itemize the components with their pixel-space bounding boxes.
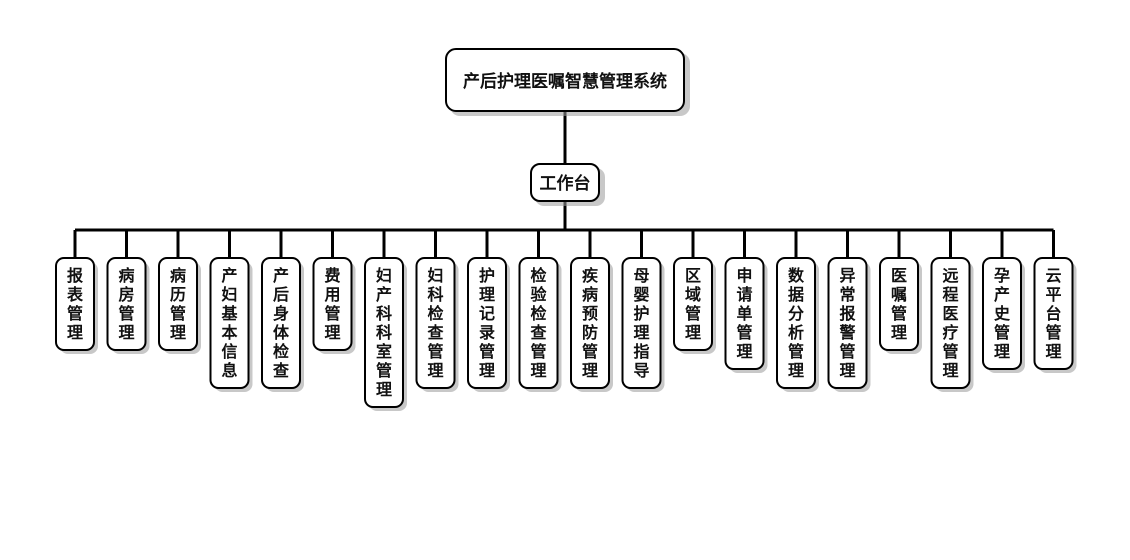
- module-label: 区域管理: [685, 266, 701, 342]
- root-node: 产后护理医嘱智慧管理系统: [445, 48, 690, 116]
- connector-lines: [73, 111, 1055, 258]
- module-label: 孕产史管理: [994, 266, 1011, 361]
- module-node: 产妇基本信息: [209, 257, 253, 392]
- module-label: 产后身体检查: [273, 266, 290, 380]
- module-label: 产妇基本信息: [220, 266, 238, 380]
- hub-label: 工作台: [540, 173, 591, 194]
- module-nodes: 报表管理 病房管理 病历管理 产妇基本信息 产后身体检查 费用管理 妇产科科室管理 妇科检查管…: [55, 257, 1077, 411]
- module-box: [776, 257, 816, 389]
- module-node: 妇科检查管理: [415, 257, 459, 392]
- module-label: 费用管理: [324, 266, 340, 342]
- module-node: 护理记录管理: [467, 257, 510, 392]
- module-label: 妇科检查管理: [427, 266, 443, 380]
- module-node: 孕产史管理: [982, 257, 1025, 373]
- module-label: 异常报警管理: [838, 266, 855, 380]
- module-node: 费用管理: [312, 257, 356, 354]
- module-box: [312, 257, 353, 351]
- module-box: [106, 257, 147, 351]
- module-label: 云平台管理: [1045, 266, 1061, 361]
- module-node: 申请单管理: [724, 257, 768, 373]
- module-label: 母婴护理指导: [633, 266, 649, 380]
- module-label: 数据分析管理: [788, 266, 805, 380]
- module-box: [415, 257, 456, 389]
- module-label: 检验检查管理: [530, 266, 547, 380]
- module-box: [1033, 257, 1074, 370]
- module-box: [158, 257, 198, 351]
- module-box: [570, 257, 610, 389]
- module-node: 区域管理: [673, 257, 716, 354]
- module-node: 数据分析管理: [776, 257, 819, 392]
- module-box: [724, 257, 765, 370]
- module-node: 妇产科科室管理: [364, 257, 407, 411]
- module-node: 远程医疗管理: [930, 257, 974, 392]
- module-node: 异常报警管理: [827, 257, 871, 392]
- module-label: 报表管理: [66, 266, 84, 342]
- module-node: 疾病预防管理: [570, 257, 613, 392]
- module-label: 疾病预防管理: [582, 266, 598, 380]
- module-node: 医嘱管理: [879, 257, 922, 354]
- module-label: 护理记录管理: [479, 266, 495, 380]
- root-label: 产后护理医嘱智慧管理系统: [463, 71, 667, 92]
- module-node: 报表管理: [55, 257, 98, 354]
- module-box: [930, 257, 971, 389]
- module-node: 病历管理: [158, 257, 201, 354]
- module-box: [467, 257, 507, 389]
- module-box: [621, 257, 662, 389]
- module-label: 妇产科科室管理: [376, 266, 392, 399]
- module-box: [209, 257, 250, 389]
- module-box: [879, 257, 919, 351]
- module-node: 病房管理: [106, 257, 150, 354]
- module-box: [55, 257, 95, 351]
- module-box: [518, 257, 559, 389]
- module-box: [673, 257, 713, 351]
- module-box: [261, 257, 301, 389]
- module-node: 云平台管理: [1033, 257, 1077, 373]
- module-box: [982, 257, 1022, 370]
- module-node: 检验检查管理: [518, 257, 562, 392]
- module-label: 远程医疗管理: [942, 266, 958, 380]
- module-box: [827, 257, 868, 389]
- module-label: 申请单管理: [736, 266, 752, 361]
- hub-node: 工作台: [530, 163, 605, 206]
- module-label: 病房管理: [118, 266, 134, 342]
- module-box: [364, 257, 404, 408]
- module-label: 病历管理: [170, 266, 186, 342]
- module-node: 母婴护理指导: [621, 257, 665, 392]
- module-node: 产后身体检查: [261, 257, 304, 392]
- module-label: 医嘱管理: [891, 266, 907, 342]
